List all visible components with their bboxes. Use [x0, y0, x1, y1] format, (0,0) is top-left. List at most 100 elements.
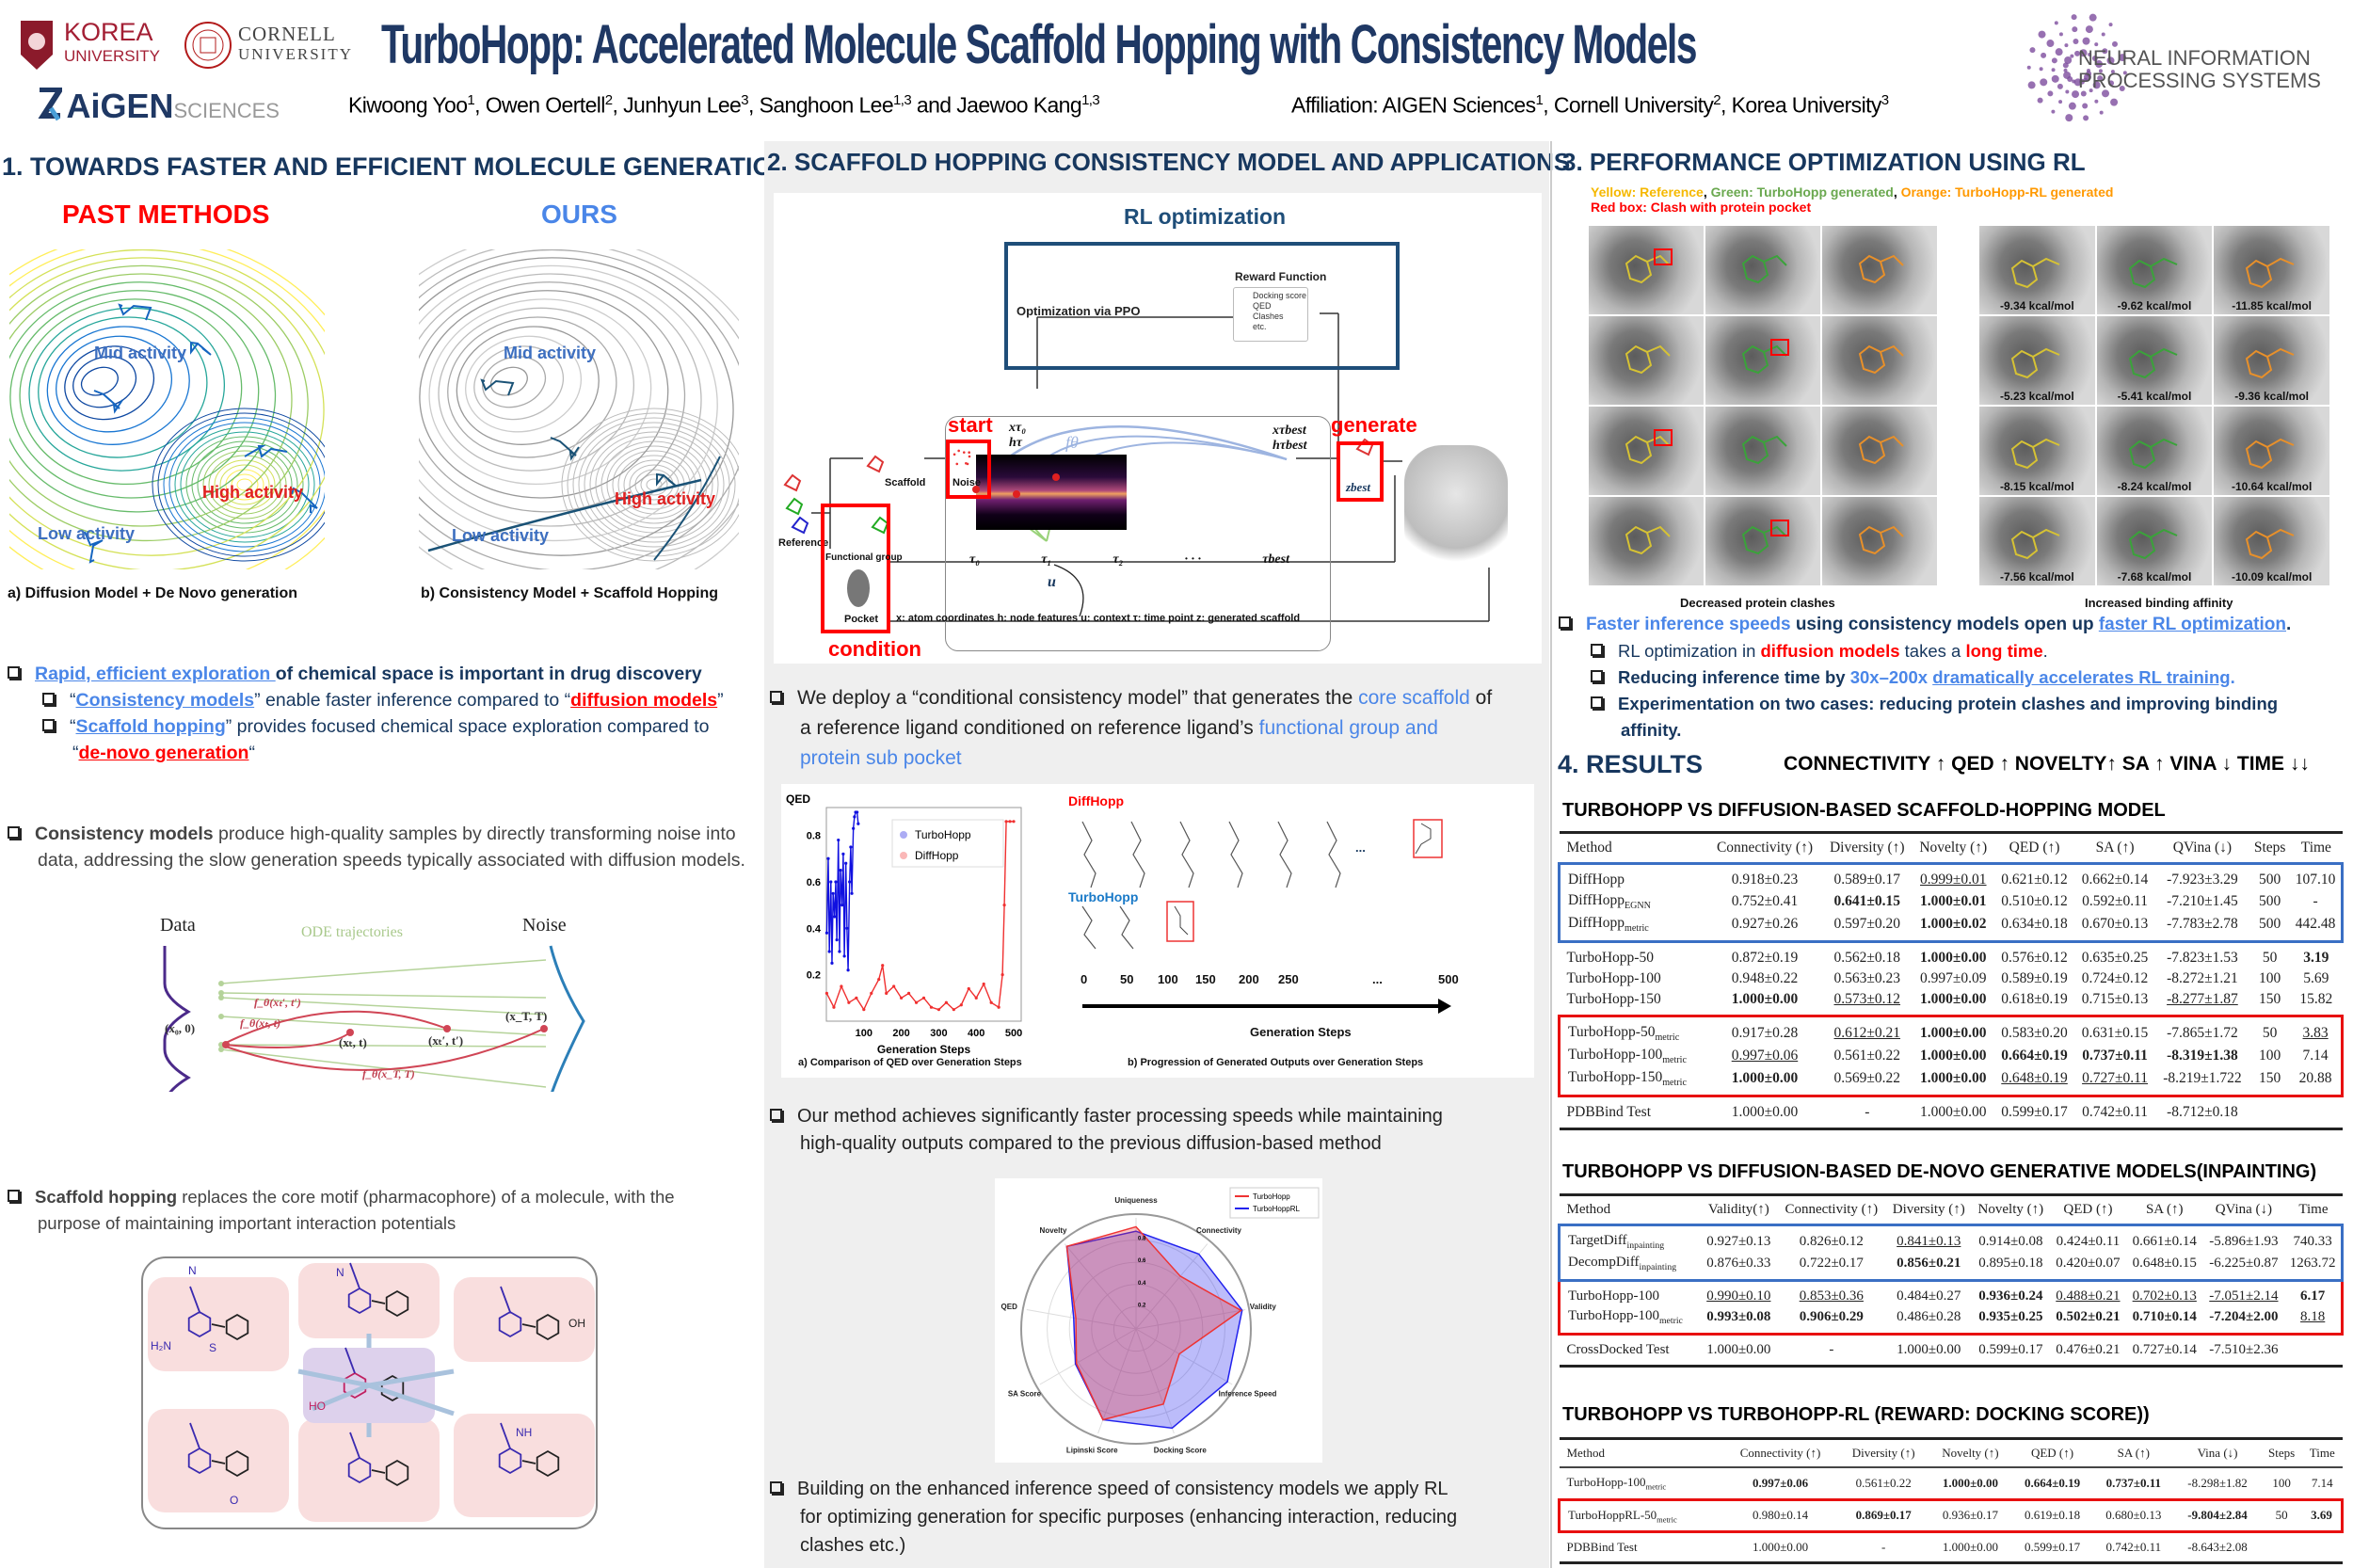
value-cell: -	[1776, 1334, 1886, 1368]
logo-dot	[2055, 48, 2063, 56]
logo-dot	[2068, 102, 2076, 110]
value-cell: 100	[2259, 970, 2281, 987]
radar-axis	[1026, 1309, 1137, 1330]
analog-background	[298, 1418, 440, 1522]
value-cell: 0.918±0.23	[1707, 862, 1822, 890]
functional-group-label: Functional group	[825, 552, 903, 563]
legend-marker	[900, 831, 907, 839]
affiliation-sup: 3	[1881, 92, 1889, 108]
trajectory-arrow	[190, 341, 212, 356]
contour-line	[473, 345, 565, 421]
landscape-diffusion: Mid activity High activity Low activity	[0, 233, 370, 602]
logo-dot	[2047, 90, 2054, 97]
contour-line	[589, 431, 719, 538]
data-point	[929, 1005, 934, 1009]
atom-label: N	[336, 1266, 344, 1279]
x-tick-label: 400	[968, 1028, 984, 1039]
value-cell: 0.661±0.14	[2126, 1224, 2203, 1253]
value-cell: -7.865±1.72	[2154, 1015, 2250, 1046]
noise-dot	[968, 455, 971, 458]
column-header: Time	[2290, 831, 2343, 865]
x0-label: (x₀, 0)	[165, 1021, 196, 1035]
affiliation-label: Affiliation:	[1291, 92, 1379, 118]
bond	[189, 1422, 200, 1449]
progression-figure	[1081, 819, 1451, 1014]
affinity-render: -11.85 kcal/mol	[2214, 226, 2329, 314]
diffhopp-snapshot	[1179, 821, 1194, 888]
affinity-render: -9.34 kcal/mol	[1979, 226, 2095, 314]
method-cell: PDBBind Test	[1559, 1531, 1723, 1565]
contour-line	[368, 248, 750, 571]
clash-render	[1822, 226, 1937, 314]
link-text: Rapid, efficient exploration	[35, 664, 276, 684]
value-cell: 0.869±0.17	[1837, 1497, 1929, 1534]
series-line-turbohopp	[825, 811, 859, 970]
bullet-text: produce high-quality samples by directly…	[213, 824, 736, 844]
bullet-faster-speeds: Our method achieves significantly faster…	[770, 1103, 1443, 1158]
contour-line	[214, 459, 276, 510]
trajectory-arrow	[244, 445, 288, 458]
value-cell: 0.710±0.14	[2126, 1306, 2203, 1336]
value-cell: 3.19	[2290, 941, 2343, 969]
binding-affinity-grid: -9.34 kcal/mol-9.62 kcal/mol-11.85 kcal/…	[1979, 226, 2329, 585]
data-point	[959, 1003, 963, 1007]
poster-title: TurboHopp: Accelerated Molecule Scaffold…	[381, 14, 1697, 75]
x-tick-label: 200	[892, 1028, 909, 1039]
logo-text: NEURAL INFORMATION	[2078, 46, 2311, 70]
logo-text: CORNELL	[238, 23, 336, 45]
data-point	[1012, 820, 1016, 824]
trajectory-start	[218, 981, 224, 986]
turbohopp-final-box	[1166, 901, 1194, 942]
contour-line	[447, 316, 617, 458]
data-point	[856, 822, 860, 825]
bond	[371, 1469, 386, 1474]
contour-line	[72, 356, 137, 408]
value-cell: 50	[2261, 1497, 2303, 1534]
value-cell: 50	[2249, 941, 2291, 969]
reward-item: etc.	[1253, 322, 1267, 331]
data-point	[835, 938, 839, 942]
method-cell: TurboHoppRL-50metric	[1558, 1497, 1723, 1534]
atom-label: HO	[309, 1400, 326, 1413]
logo-dot	[2099, 110, 2104, 115]
method-cell: PDBBind Test	[1559, 1096, 1708, 1131]
radar-axis-label: Connectivity	[1196, 1226, 1242, 1235]
method-diagram: RL optimization Optimization via PPO Rew…	[774, 193, 1542, 664]
logo-dot	[2102, 48, 2108, 55]
step-tick: 50	[1120, 972, 1134, 986]
value-cell: 0.599±0.17	[1971, 1334, 2050, 1368]
value-cell: 0.722±0.17	[1776, 1253, 1886, 1282]
affinity-render: -5.23 kcal/mol	[1979, 316, 2095, 405]
bullet-faster-rl: Faster inference speeds using consistenc…	[1559, 612, 2291, 638]
contour-line	[64, 345, 155, 421]
ring	[536, 1313, 560, 1341]
value-cell: -	[1837, 1531, 1929, 1565]
logo-dot	[2083, 115, 2089, 121]
quote: ”	[717, 690, 724, 711]
value-cell: 1.000±0.00	[1722, 1531, 1838, 1565]
pocket-label: Pocket	[844, 614, 879, 625]
value-cell: -9.804±2.84	[2173, 1497, 2262, 1534]
value-cell: 0.424±0.11	[2049, 1224, 2127, 1253]
logo-dot	[2072, 79, 2076, 84]
checkbox-bullet-icon	[770, 691, 782, 703]
value-cell: 150	[2259, 991, 2281, 1008]
value-cell: 0.727±0.11	[2074, 1067, 2155, 1098]
method-subscript: metric	[1657, 1514, 1677, 1525]
logo-dot	[2106, 56, 2115, 65]
logo-dot	[2065, 89, 2070, 94]
contour-line	[46, 326, 190, 445]
link-text: Scaffold hopping	[75, 716, 226, 737]
value-cell: 0.589±0.19	[2001, 970, 2068, 987]
mid-activity-label: Mid activity	[94, 344, 187, 362]
checkbox-bullet-icon	[8, 1190, 20, 1202]
radar-chart: 0.20.40.60.8UniquenessConnectivityValidi…	[1001, 1187, 1320, 1455]
link-text: Consistency models	[75, 690, 255, 711]
radar-axis-label: Uniqueness	[1114, 1196, 1158, 1205]
clash-render	[1705, 226, 1820, 314]
value-cell: 0.724±0.12	[2081, 970, 2149, 987]
contour-line	[0, 248, 341, 571]
column-header: Validity(↑)	[1700, 1193, 1777, 1226]
